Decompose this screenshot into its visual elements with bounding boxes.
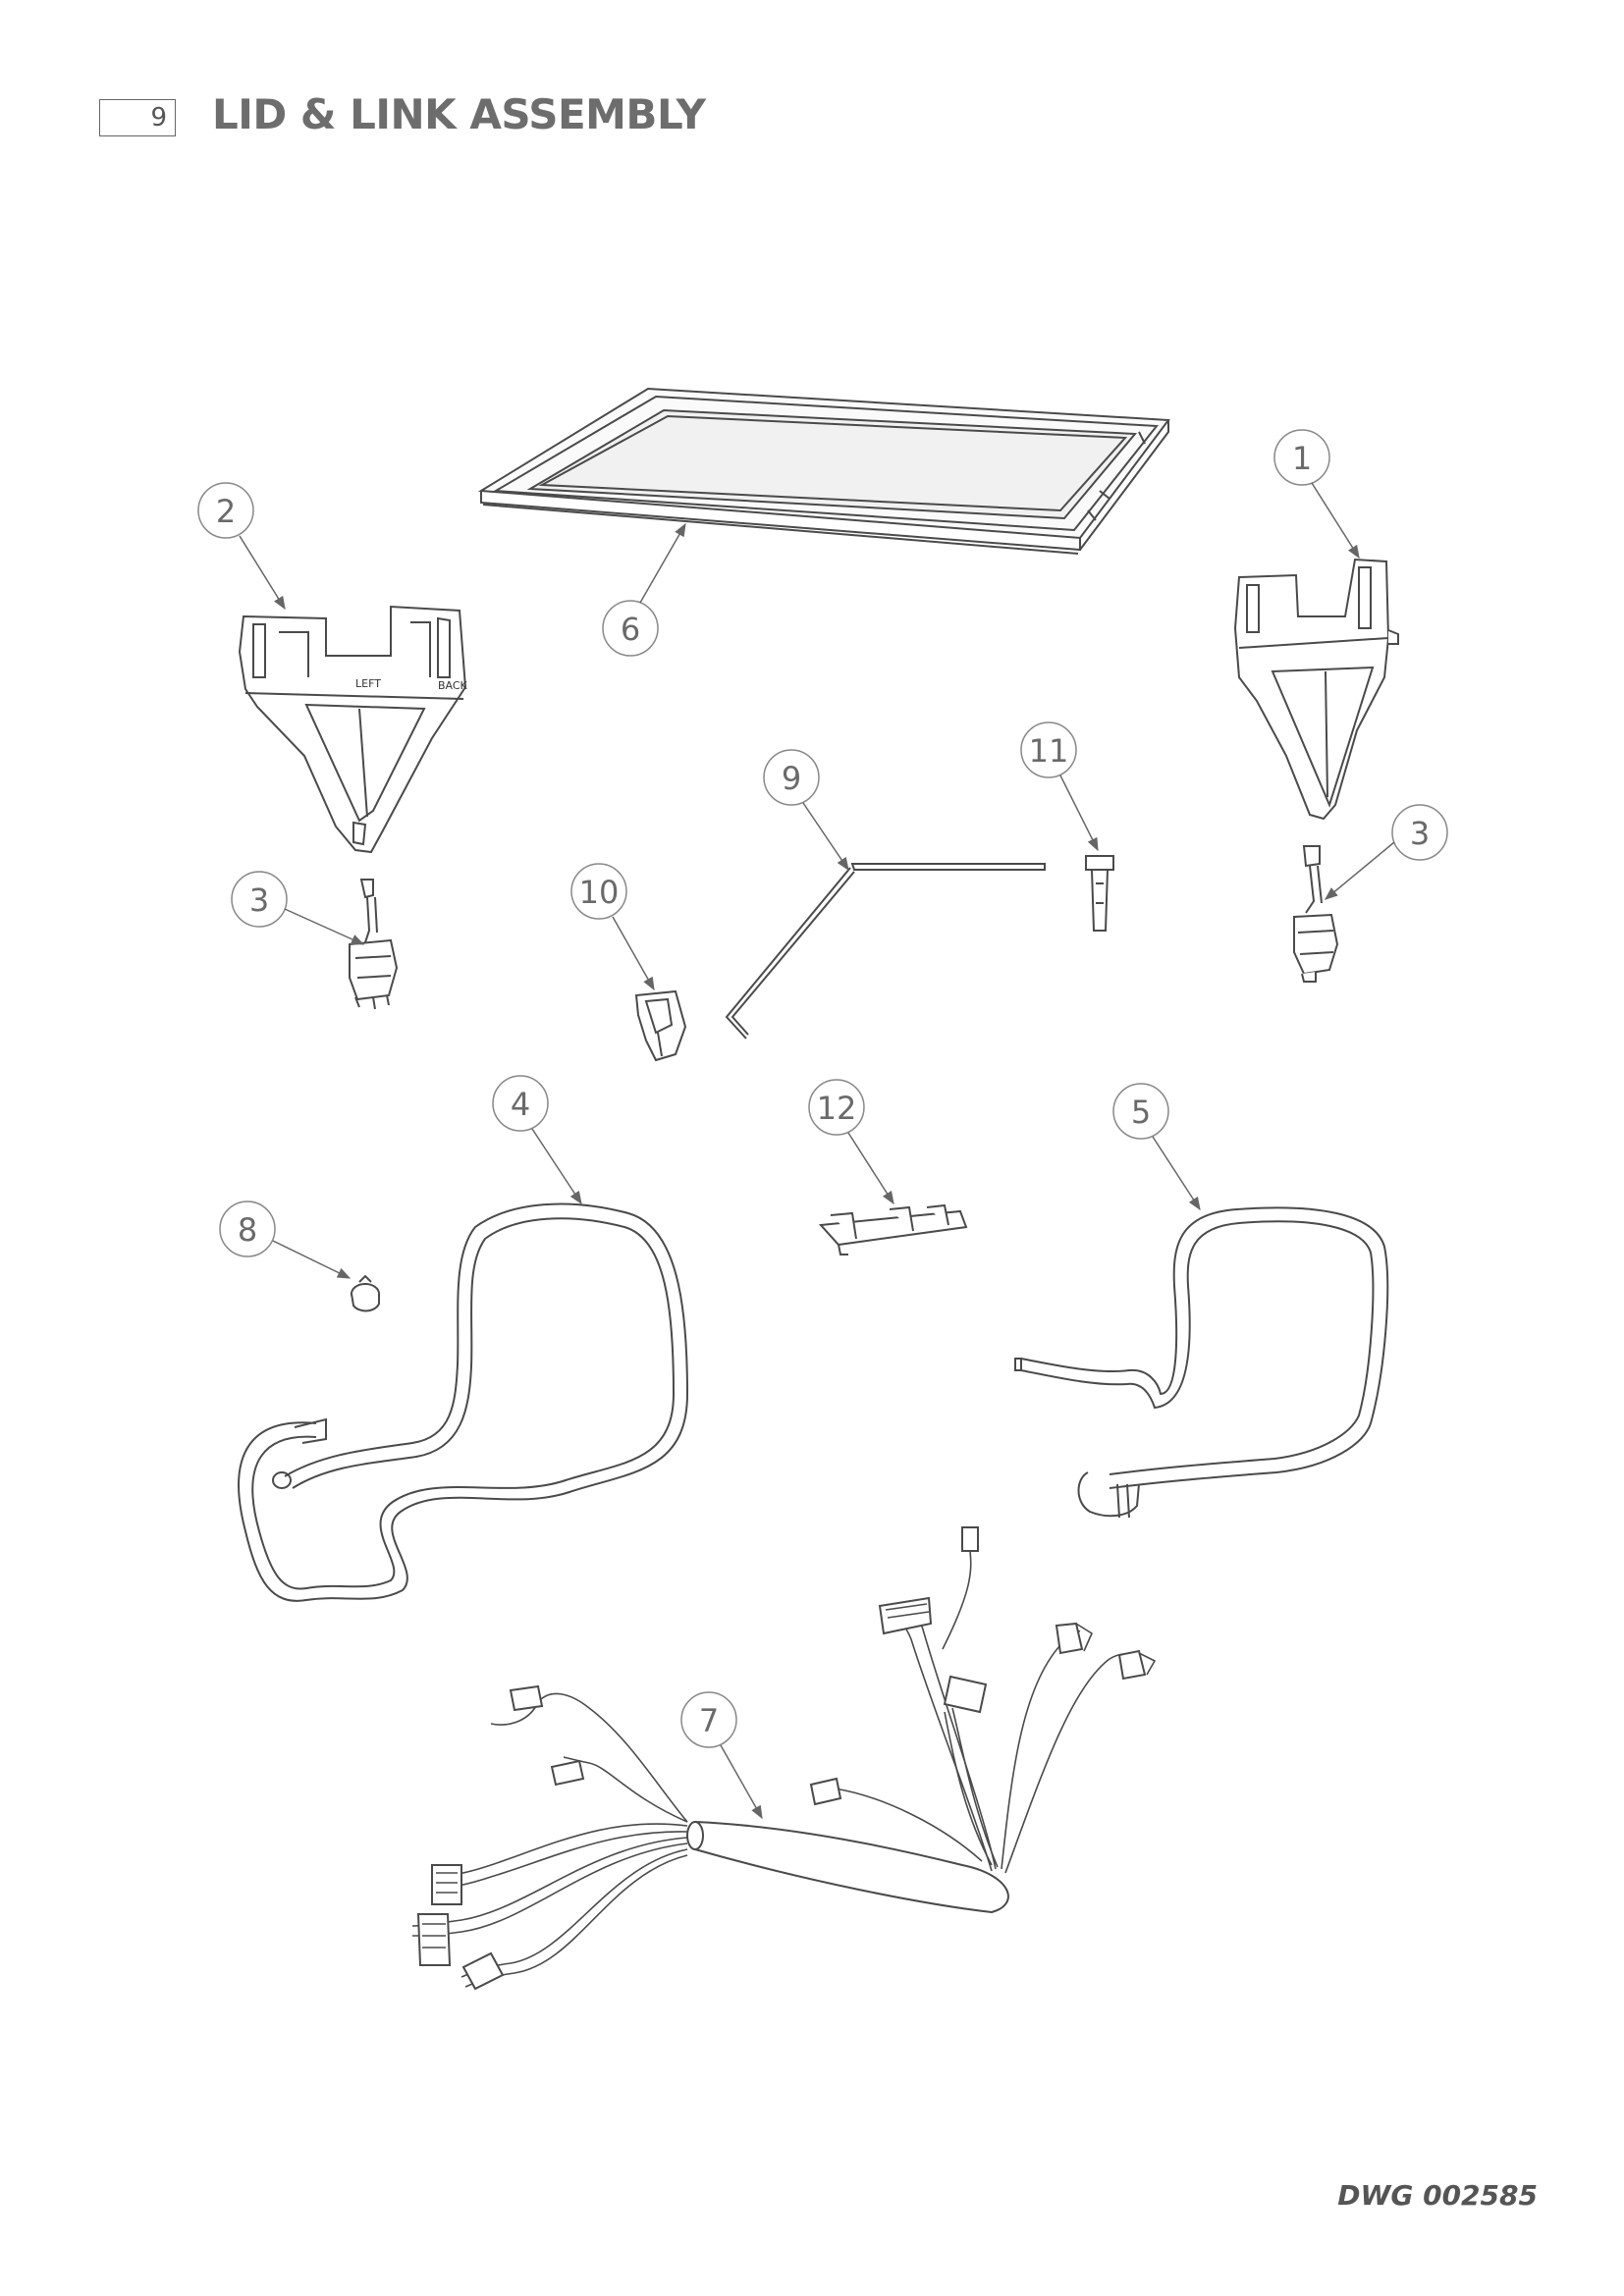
callout-bubble-7 [680, 1691, 737, 1748]
part-inlet-hose [238, 1202, 689, 1602]
callout-label-3a: 3 [249, 881, 269, 919]
callout-label-1: 1 [1292, 440, 1312, 477]
callout-label-8: 8 [238, 1211, 257, 1249]
callout-bubble-3a [231, 871, 288, 928]
callout-label-12: 12 [817, 1090, 857, 1127]
callout-bubble-10 [570, 863, 627, 920]
callout-bubble-11 [1020, 721, 1077, 778]
callout-bubble-3b [1391, 804, 1448, 861]
section-number: 9 [150, 103, 167, 133]
part-lid-lock-left [349, 879, 399, 1010]
part-lid-lock-right [1293, 845, 1339, 983]
section-number-box: 9 [99, 99, 176, 136]
bracket-left-marking: LEFT [355, 677, 381, 690]
callout-bubble-4 [492, 1075, 549, 1132]
leader-lines [239, 482, 1395, 1820]
part-link-rod [725, 863, 1046, 1040]
part-link-holder [634, 989, 687, 1062]
callout-bubble-5 [1112, 1083, 1169, 1140]
callout-label-9: 9 [782, 760, 801, 797]
page-title: LID & LINK ASSEMBLY [212, 90, 706, 138]
callout-label-11: 11 [1029, 732, 1069, 770]
part-right-link-bracket [1233, 558, 1399, 821]
callout-bubble-12 [808, 1079, 865, 1136]
callout-labels: 1 2 3 3 4 5 6 7 8 9 10 11 12 [216, 440, 1430, 1739]
part-wiring-harness [411, 1526, 1157, 1991]
callout-label-10: 10 [579, 874, 620, 911]
callout-label-2: 2 [216, 493, 236, 530]
callout-bubble-9 [763, 749, 820, 806]
callout-label-7: 7 [699, 1702, 719, 1739]
part-lid-frame [477, 387, 1170, 555]
drawing-number: DWG 002585 [1337, 2179, 1538, 2212]
callout-label-6: 6 [621, 611, 640, 648]
callout-bubble-8 [219, 1201, 276, 1257]
callout-label-5: 5 [1131, 1094, 1151, 1131]
part-lid-pin [1085, 855, 1114, 932]
callout-label-3b: 3 [1410, 815, 1430, 852]
callout-label-4: 4 [511, 1086, 530, 1123]
part-hose-clamp [351, 1274, 380, 1312]
callout-bubbles [197, 429, 1448, 1748]
part-clip-bracket [818, 1203, 968, 1255]
part-outlet-hose [1014, 1206, 1389, 1519]
callout-bubble-1 [1273, 429, 1330, 486]
part-left-link-bracket [238, 605, 467, 854]
bracket-back-marking: BACK [438, 679, 468, 692]
callout-bubble-6 [602, 600, 659, 657]
callout-bubble-2 [197, 482, 254, 539]
